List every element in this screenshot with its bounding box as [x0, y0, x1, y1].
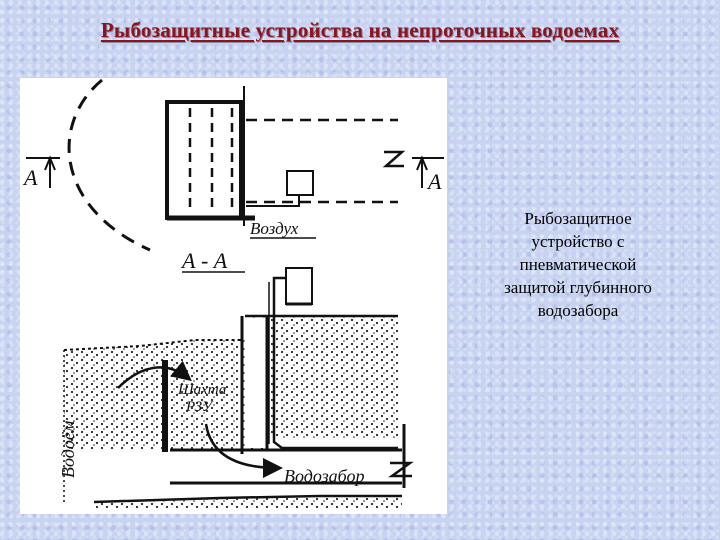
arrow-to-intake — [204, 423, 283, 478]
section-mark-left: А — [22, 165, 38, 190]
reservoir-label: Водоём — [58, 420, 78, 478]
caption-line: водозабора — [537, 301, 619, 320]
caption: Рыбозащитное устройство с пневматической… — [458, 207, 698, 322]
shaft-wall-left — [162, 360, 168, 452]
soil-fill — [64, 316, 398, 450]
caption-line: защитой глубинного — [504, 278, 652, 297]
section-title: А - А — [180, 248, 228, 273]
caption-line: пневматической — [519, 255, 637, 274]
air-label: Воздух — [250, 219, 299, 238]
plan-shaft-box — [165, 100, 243, 220]
diagram-panel: А А Воздух А - А — [20, 78, 447, 514]
section-compressor-box — [285, 267, 313, 305]
fish-protection-diagram: А А Воздух А - А — [22, 78, 444, 508]
plan-compressor-box — [286, 170, 314, 196]
caption-line: Рыбозащитное — [524, 209, 632, 228]
section-mark-right: А — [426, 169, 442, 194]
slide-title: Рыбозащитные устройства на непроточных в… — [100, 18, 620, 42]
air-pipe — [272, 276, 398, 450]
shaft-label-line2: РЗУ — [185, 399, 214, 415]
plan-view: А А Воздух — [22, 78, 444, 252]
caption-line: устройство с — [531, 232, 625, 251]
intake-label: Водозабор — [284, 466, 364, 486]
section-view: А - А — [58, 248, 414, 508]
shaft-label-line1: Шахта — [177, 382, 226, 398]
arrow-to-shaft — [117, 360, 192, 389]
plan-dashed-arc — [67, 78, 151, 252]
